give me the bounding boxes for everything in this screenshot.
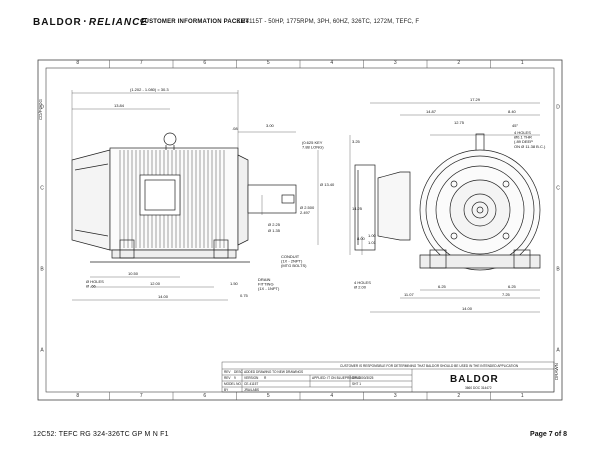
tb-row1-a: REV: [224, 370, 231, 374]
zone-row-label: D: [40, 105, 44, 111]
zone-column-label: 7: [140, 60, 143, 66]
dim-3-25: 3.25: [352, 139, 361, 144]
dim-6-25-left: 6.25: [438, 284, 447, 289]
title-block-logo: BALDOR: [450, 374, 499, 385]
tb-row3-b: CE-4115T: [244, 382, 258, 386]
zone-column-label: 6: [203, 60, 206, 66]
zone-row-label: C: [556, 186, 560, 192]
tb-row1-c: ADDED DRAWING TO NEW DRAWINGS: [244, 370, 303, 374]
tb-applied: APPLIED: IT ON BLUEPRINT/BID: [312, 376, 361, 380]
dim-08: .08: [232, 126, 238, 131]
title-note: CUSTOMER IS RESPONSIBLE FOR DETERMINING …: [340, 364, 519, 368]
dim-8-40: 8.40: [508, 109, 517, 114]
dim-14-00-right: 14.00: [462, 306, 473, 311]
zone-column-label: 3: [394, 60, 397, 66]
tb-sheet: SHT 1: [352, 382, 361, 386]
dim-14-87: 14.87: [426, 109, 437, 114]
zone-column-label: 2: [457, 60, 460, 66]
tb-row4-a: BY: [224, 388, 229, 392]
dim-12-75: 12.75: [454, 120, 465, 125]
model-description: CEM4115T - 50HP, 1775RPM, 3PH, 60HZ, 326…: [232, 19, 420, 25]
dim-45: 45°: [512, 123, 518, 128]
tb-row3-c: DR. 3000/3025: [352, 376, 374, 380]
dim-2-497: 2.497: [300, 210, 311, 215]
zone-column-label: 4: [330, 60, 333, 66]
dim-13-84: 13.84: [114, 103, 125, 108]
zone-row-label: B: [556, 267, 560, 273]
dim-1-50: 1.50: [230, 281, 239, 286]
zone-column-label: 4: [330, 393, 333, 399]
tb-row3-a: MODEL NO.: [224, 382, 242, 386]
side-view: [71, 132, 297, 263]
dim-7-25: 7.25: [502, 292, 511, 297]
packet-title: CUSTOMER INFORMATION PACKET: [140, 19, 250, 25]
dim-17-29: 17.29: [470, 97, 481, 102]
tb-row2-b: 9: [234, 376, 236, 380]
dim-1-01: 1.01: [368, 240, 377, 245]
dim-14-00-left: 14.00: [158, 294, 169, 299]
footer-page-number: Page 7 of 8: [530, 431, 567, 438]
zone-row-label: D: [556, 105, 560, 111]
dim-12-00: 12.00: [150, 281, 161, 286]
end-view: [354, 133, 541, 271]
left-tag: CD/FOOG: [38, 99, 43, 120]
dim-2-500: Ø 2.500: [300, 205, 315, 210]
tb-row4-b: JRA/LABS: [244, 388, 259, 392]
dim-overall-length: (1.202 - 1.080) = 30.3: [130, 87, 169, 92]
dim-8-00: 8.00: [357, 236, 366, 241]
title-block: [221, 361, 555, 393]
dim-conduit: CONDUIT(1X - 2NPT)(MTG BOLTS): [281, 254, 307, 268]
dim-2-25: Ø 2.25: [268, 222, 281, 227]
zone-column-label: 3: [394, 393, 397, 399]
footer-doc-code: 12C52: TEFC RG 324-326TC GP M N F1: [33, 431, 169, 438]
tb-row2-a: REV: [224, 376, 231, 380]
zone-column-label: 1: [521, 60, 524, 66]
page-header: BALDOR•RELIANCE CUSTOMER INFORMATION PAC…: [0, 0, 600, 44]
tb-row2-d: R: [264, 376, 267, 380]
zone-column-label: 5: [267, 393, 270, 399]
dim-10-50: 10.50: [128, 271, 139, 276]
zone-row-label: C: [40, 186, 44, 192]
tb-row1-b: DESC: [234, 370, 244, 374]
dim-13-40: Ø 13.40: [320, 182, 335, 187]
zone-row-label: A: [40, 348, 44, 354]
dim-3-00: 3.00: [266, 123, 275, 128]
brand-logo: BALDOR•RELIANCE: [33, 17, 149, 28]
dim-6-25-right: 6.25: [508, 284, 517, 289]
zone-column-label: 2: [457, 393, 460, 399]
zone-column-label: 6: [203, 393, 206, 399]
dim-11-07: 11.07: [404, 292, 414, 297]
dim-1-00: 1.00: [368, 233, 377, 238]
zone-column-label: 5: [267, 60, 270, 66]
zone-column-label: 8: [76, 393, 79, 399]
zone-row-label: A: [556, 348, 560, 354]
right-tag: DRAWN: [554, 363, 559, 380]
dim-0-75: 0.75: [240, 293, 249, 298]
tb-dwg-no: 3660 DOC 314472: [465, 386, 492, 390]
zone-column-label: 8: [76, 60, 79, 66]
zone-column-label: 1: [521, 393, 524, 399]
conduit-text: CONDUIT(1X - 2NPT)(MTG BOLTS): [281, 254, 307, 268]
zone-row-label: B: [40, 267, 44, 273]
tb-row2-c: VERSION: [244, 376, 259, 380]
dim-1-35: Ø 1.35: [268, 228, 281, 233]
dim-14-25: 14.25: [352, 206, 363, 211]
zone-column-label: 7: [140, 393, 143, 399]
